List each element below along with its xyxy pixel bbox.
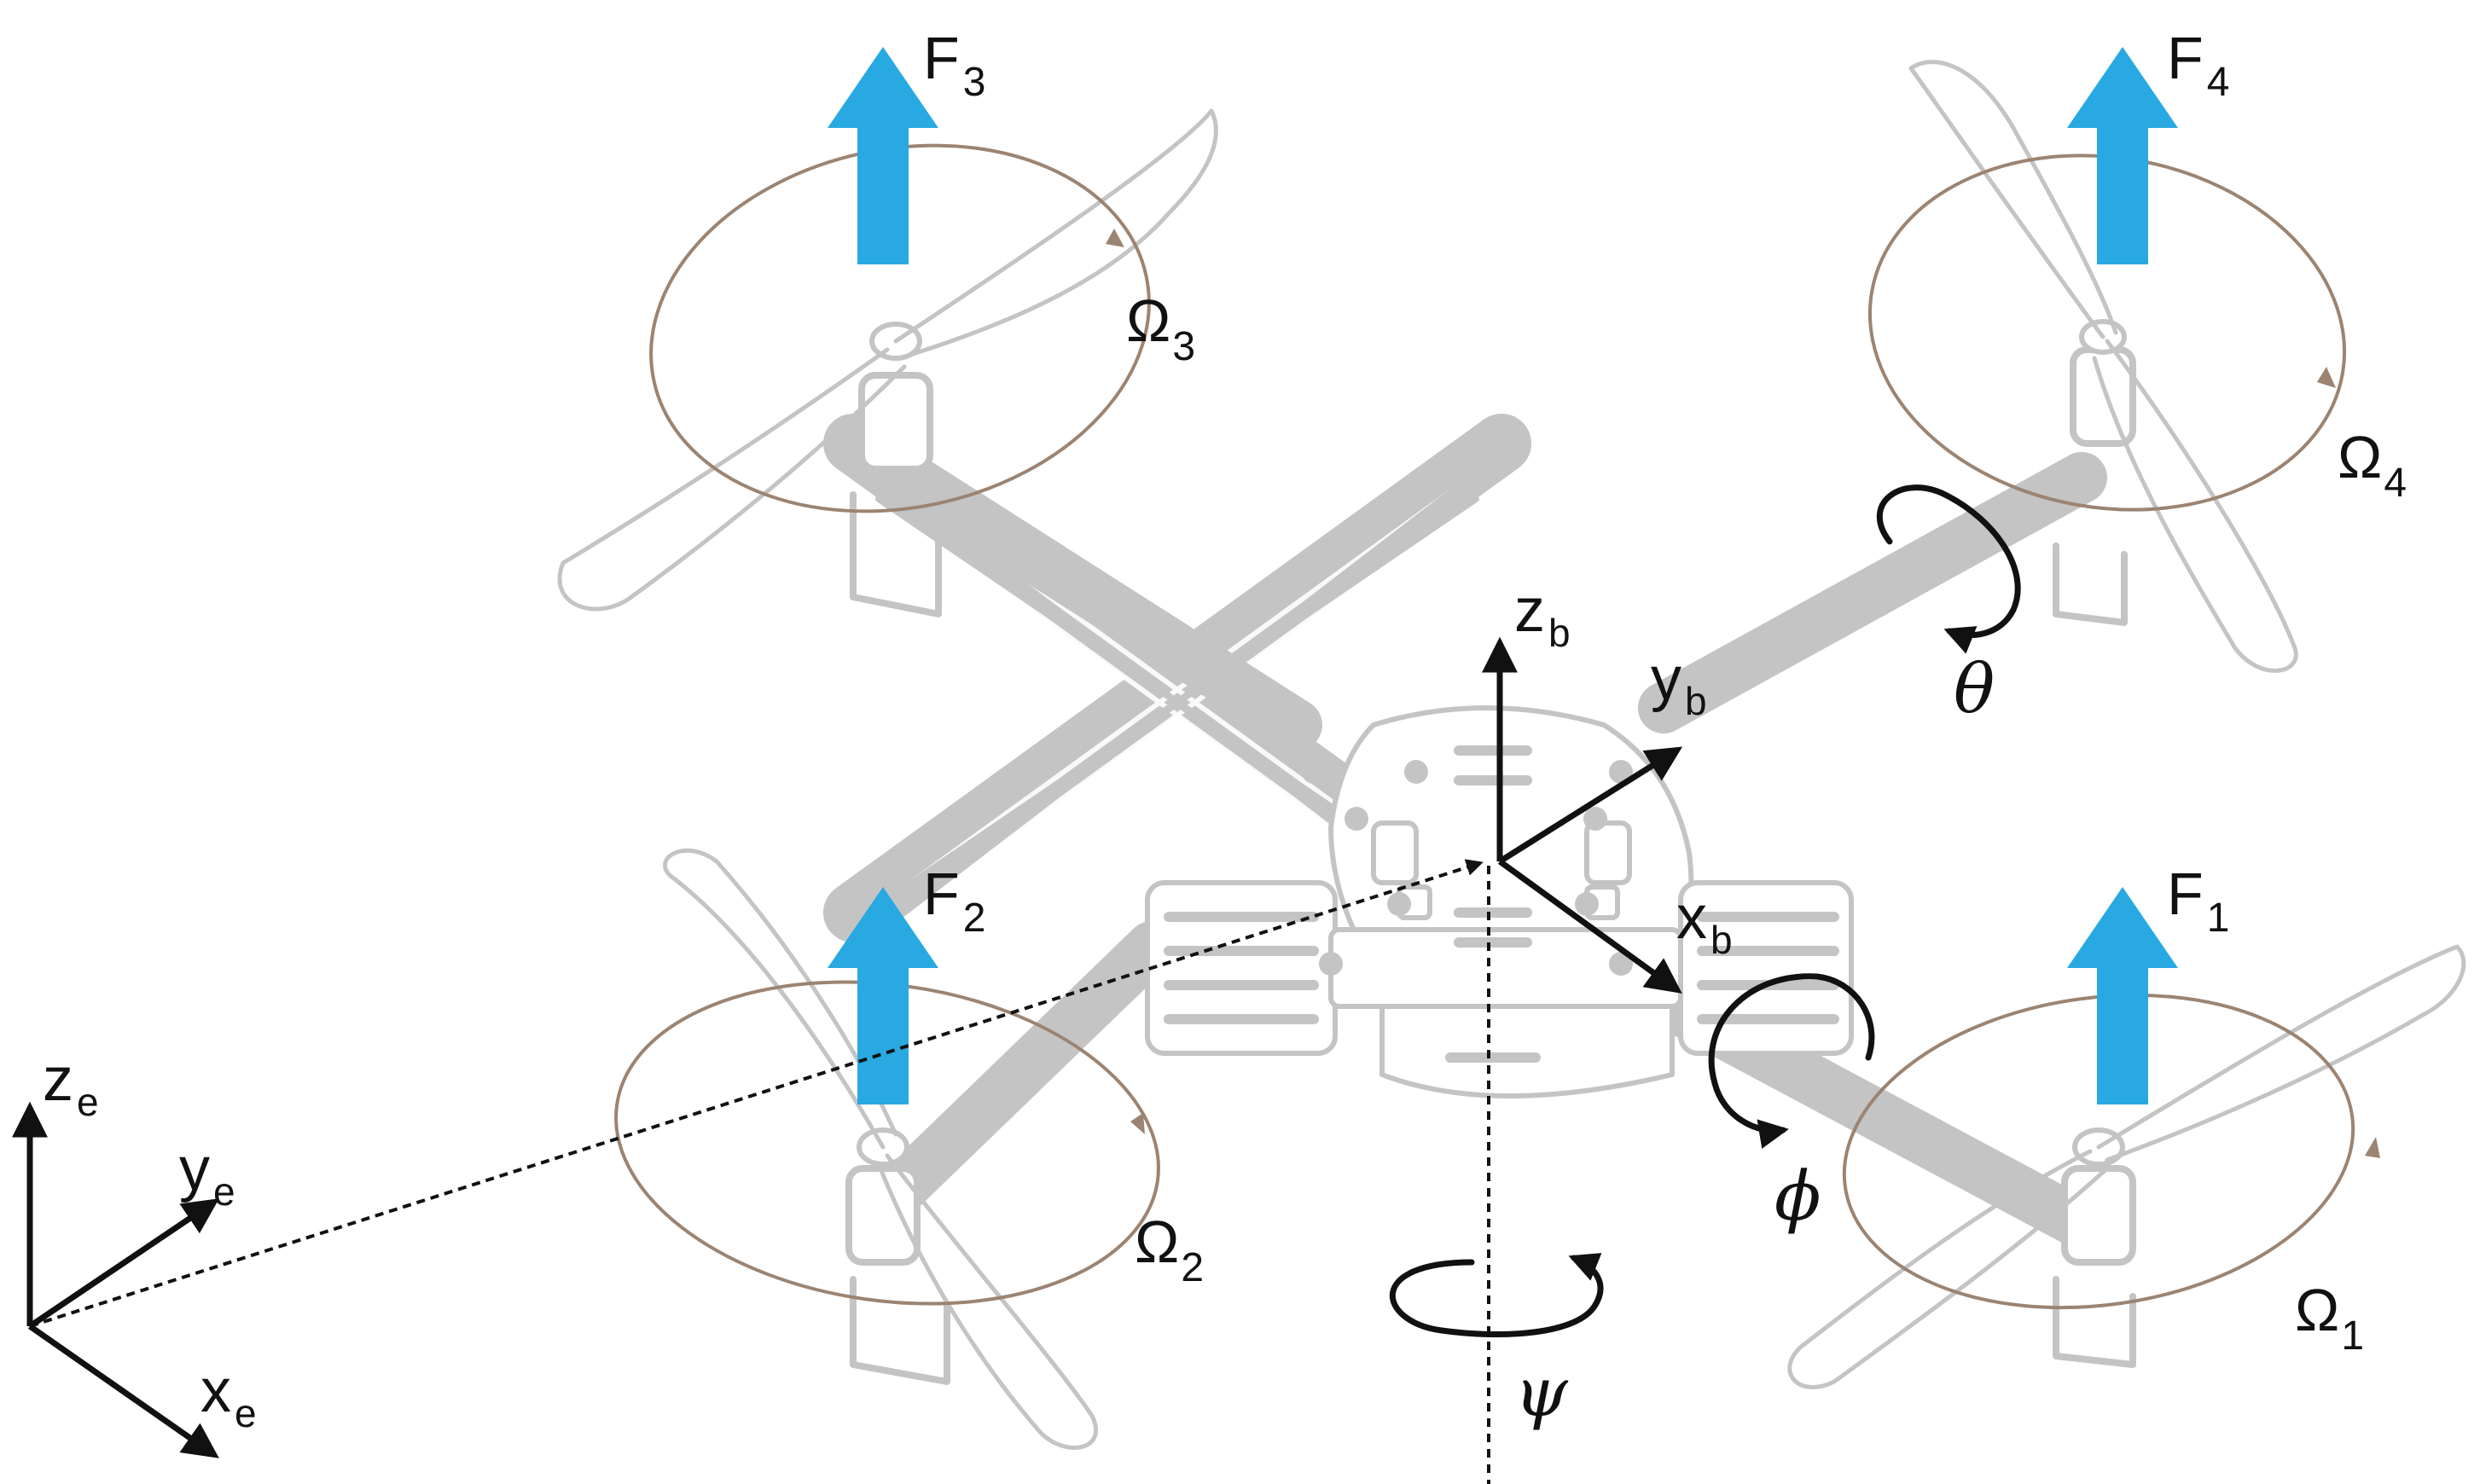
thrust-arrow-4 xyxy=(2067,47,2178,264)
label-F3: F3 xyxy=(923,25,985,105)
arm-rear-left xyxy=(870,443,1322,751)
rotor-direction-arrows xyxy=(1106,229,2380,1158)
rotor-arrow-2 xyxy=(1130,1113,1145,1134)
label-theta: θ xyxy=(1954,649,1995,728)
thrust-arrow-3 xyxy=(828,47,938,264)
pitch-rotation-arrow xyxy=(1876,484,2021,654)
label-phi: ϕ xyxy=(1774,1156,1821,1236)
arm-rear-right xyxy=(1638,452,2107,733)
thrust-arrow-1 xyxy=(2067,887,2178,1104)
thrust-arrows xyxy=(828,47,2178,1104)
label-Omega2: Ω2 xyxy=(1135,1209,1204,1290)
rotor-speed-labels: Ω3 Ω4 Ω2 Ω1 xyxy=(1126,287,2407,1359)
axis-labels: zb yb xb ze ye xe xyxy=(43,577,1733,1435)
position-vector xyxy=(29,859,1484,1328)
rotation-arrows xyxy=(1389,484,2021,1338)
angle-labels: θ ϕ ψ xyxy=(1514,649,1995,1432)
label-F2: F2 xyxy=(923,861,985,941)
rotor-path-1 xyxy=(1842,993,2355,1310)
thrust-arrow-2 xyxy=(828,887,938,1104)
earth-axes xyxy=(11,1101,219,1458)
earth-x-axis xyxy=(27,1324,219,1458)
body-x-axis xyxy=(1497,859,1682,994)
roll-rotation-arrow xyxy=(1708,973,1875,1149)
label-psi: ψ xyxy=(1514,1353,1569,1432)
label-Omega3: Ω3 xyxy=(1126,287,1195,369)
label-F1: F1 xyxy=(2167,861,2229,941)
quadrotor-frame xyxy=(557,60,2466,1450)
force-labels: F3 F4 F2 F1 xyxy=(923,25,2229,941)
label-xb: xb xyxy=(1676,884,1733,962)
label-ye: ye xyxy=(179,1135,235,1214)
body-y-axis xyxy=(1498,746,1683,864)
label-Omega1: Ω1 xyxy=(2295,1277,2364,1359)
rotor-arrow-1 xyxy=(2365,1137,2380,1158)
label-zb: zb xyxy=(1514,577,1571,655)
label-ze: ze xyxy=(43,1046,99,1124)
yaw-rotation-arrow xyxy=(1389,1253,1604,1338)
rotor-arrow-3 xyxy=(1106,229,1124,247)
body-axes xyxy=(1482,636,1683,994)
rotor-path-2 xyxy=(614,980,1160,1306)
rotor-arrow-4 xyxy=(2317,367,2336,388)
propellers xyxy=(557,60,2466,1450)
arm-front-left xyxy=(870,921,1177,1220)
label-yb: yb xyxy=(1651,645,1707,723)
earth-y-axis xyxy=(28,1198,219,1329)
label-F4: F4 xyxy=(2167,25,2229,105)
label-Omega4: Ω4 xyxy=(2338,424,2407,506)
label-xe: xe xyxy=(200,1357,257,1435)
motor-mounts xyxy=(850,491,2136,1385)
